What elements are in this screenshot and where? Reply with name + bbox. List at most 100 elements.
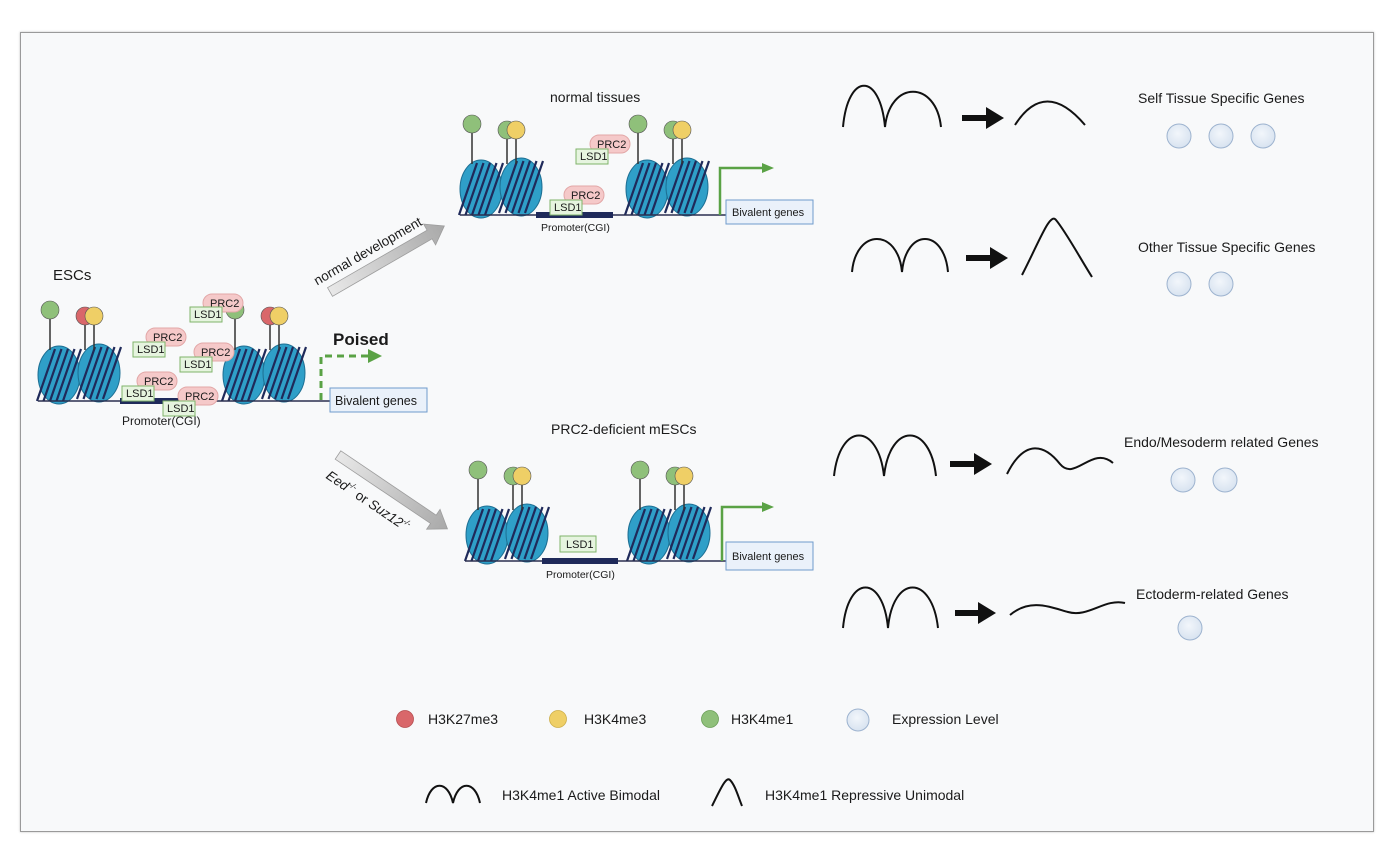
prc2-label: PRC2 xyxy=(185,391,214,403)
dna-wrap xyxy=(55,348,76,402)
grey-arrow-shape xyxy=(334,450,449,530)
dna-wrap xyxy=(510,506,531,560)
dna-wrap xyxy=(623,162,645,216)
dna-wrap xyxy=(457,162,479,216)
dna-wrap xyxy=(483,508,504,562)
h3k4me3-mark xyxy=(512,466,532,486)
dna-wrap xyxy=(649,162,671,216)
gene-group-label: Self Tissue Specific Genes xyxy=(1138,90,1305,106)
eed-superscript: -/- xyxy=(347,480,359,492)
nucleosome-pair xyxy=(35,300,123,405)
dna-wrap xyxy=(678,506,700,560)
expression-level-swatch xyxy=(846,708,870,732)
arrow-head xyxy=(974,453,992,475)
deficient-activation-arrowhead xyxy=(762,502,774,512)
profile-row-ectoderm xyxy=(842,586,1126,629)
dna-wrap xyxy=(470,508,491,562)
h3k4me1-mark xyxy=(630,460,650,480)
dna-wrap xyxy=(504,160,525,214)
lsd1-box xyxy=(575,148,609,165)
shallow-bimodal-profile xyxy=(1006,447,1114,475)
normal-complex-1: PRC2 LSD1 xyxy=(575,134,631,165)
expression-level-circle xyxy=(1212,467,1238,493)
dna-wrap xyxy=(75,346,97,400)
arrow-head xyxy=(978,602,996,624)
nucleosome-pair xyxy=(623,114,711,219)
dna-wrap xyxy=(35,348,57,402)
dna-wrap xyxy=(273,346,295,400)
dna-wrap xyxy=(280,346,301,400)
deficient-lsd1-box xyxy=(559,535,597,553)
legend-h3k27me3: H3K27me3 xyxy=(428,711,498,727)
dna-wrap xyxy=(61,348,83,402)
h3k4me1-mark xyxy=(468,460,488,480)
normal-complex-2: PRC2 LSD1 xyxy=(549,185,605,216)
lsd1-label: LSD1 xyxy=(194,309,222,321)
expression-levels xyxy=(1166,123,1276,641)
h3k4me3-mark xyxy=(506,120,526,140)
dna-wrap xyxy=(670,160,691,214)
esc-complex-2: PRC2 LSD1 xyxy=(132,327,187,358)
gene-group-label: Other Tissue Specific Genes xyxy=(1138,239,1315,255)
h3k4me3-mark xyxy=(672,120,692,140)
normal-development-arrow: normal development xyxy=(311,214,445,297)
dna-wrap xyxy=(630,162,651,216)
dna-wrap xyxy=(510,160,532,214)
dna-wrap xyxy=(483,162,505,216)
eed-label: Eed xyxy=(323,468,352,494)
dna-wrap xyxy=(683,160,704,214)
gene-group-label: Endo/Mesoderm related Genes xyxy=(1124,434,1319,450)
dna-wrap xyxy=(260,346,282,400)
poised-arrow xyxy=(319,354,368,400)
repressive-unimodal-profile xyxy=(1021,217,1093,278)
dna-wrap xyxy=(503,506,525,560)
knockout-arrow: Eed-/- or Suz12-/- xyxy=(323,450,449,530)
poised-label: Poised xyxy=(333,330,389,349)
normal-activation-arrow xyxy=(718,166,762,215)
esc-bivalent-label: Bivalent genes xyxy=(335,394,417,408)
expression-level-circle xyxy=(1208,123,1234,149)
lsd1-label: LSD1 xyxy=(167,403,195,415)
dna-wrap xyxy=(625,508,647,562)
h3k4me3-mark xyxy=(674,466,694,486)
dna-wrap xyxy=(497,160,519,214)
esc-complex-4: PRC2 LSD1 xyxy=(121,371,178,402)
dna-wrap xyxy=(517,160,538,214)
expression-level-circle xyxy=(1166,123,1192,149)
normal-activation-arrowhead xyxy=(762,163,774,173)
dna-wrap xyxy=(691,506,713,560)
esc-promoter-label: Promoter(CGI) xyxy=(122,414,201,428)
legend: H3K27me3 H3K4me3 H3K4me1 Expression Leve… xyxy=(396,708,999,807)
flat-unimodal-profile xyxy=(1014,100,1086,126)
nucleosome-pair xyxy=(457,114,545,219)
normal-promoter-label: Promoter(CGI) xyxy=(541,222,610,234)
legend-unimodal: H3K4me1 Repressive Unimodal xyxy=(765,787,964,803)
dna-wrap xyxy=(240,348,261,402)
h3k4me3-swatch xyxy=(549,710,567,728)
expression-level-circle xyxy=(1250,123,1276,149)
dna-wrap xyxy=(529,506,551,560)
legend-expression: Expression Level xyxy=(892,711,999,727)
normal-bivalent-label: Bivalent genes xyxy=(732,207,805,219)
dna-wrap xyxy=(632,508,653,562)
lsd1-box xyxy=(132,341,166,358)
dna-wrap xyxy=(638,508,660,562)
dna-wrap xyxy=(82,346,103,400)
dna-wrap xyxy=(42,348,63,402)
h3k4me3-mark xyxy=(269,306,289,326)
dna-wrap xyxy=(220,348,242,402)
bimodal-profile xyxy=(842,84,942,128)
legend-h3k4me1: H3K4me1 xyxy=(731,711,793,727)
arrow-head xyxy=(986,107,1004,129)
bimodal-profile xyxy=(851,238,949,273)
grey-arrow-shape xyxy=(326,223,445,297)
dna-wrap xyxy=(636,162,658,216)
lsd1-box xyxy=(162,400,196,417)
prc2-label: PRC2 xyxy=(144,376,173,388)
dna-wrap xyxy=(665,506,687,560)
esc-bivalent-box xyxy=(329,387,428,413)
dna-wrap xyxy=(246,348,268,402)
nucleosome-pair xyxy=(463,460,551,565)
profile-row-endo-mesoderm xyxy=(833,434,1114,477)
